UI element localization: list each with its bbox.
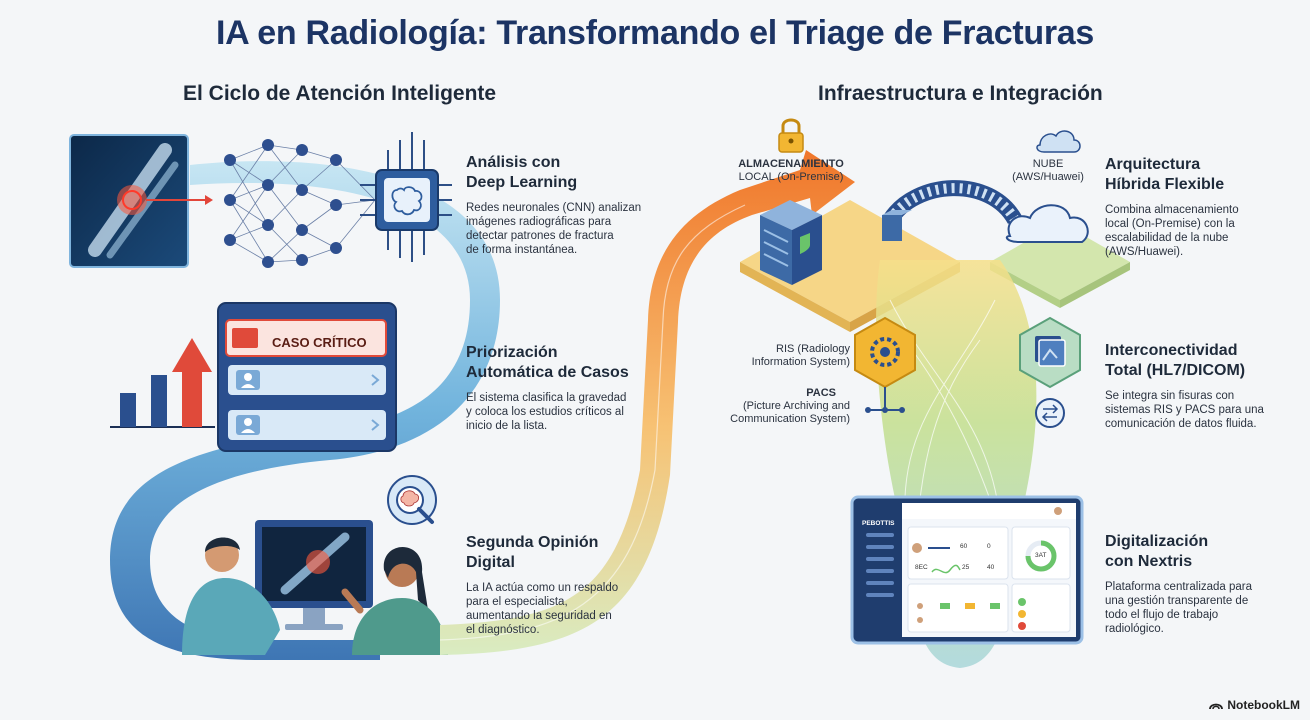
block-text-line: el diagnóstico. xyxy=(466,624,540,636)
server-icon xyxy=(760,200,822,285)
block-title-line: con Nextris xyxy=(1105,553,1193,570)
block-priorizacion: Priorización Automática de Casos El sist… xyxy=(466,343,656,433)
priority-list-panel xyxy=(217,302,397,452)
xray-image-icon xyxy=(69,134,213,268)
block-title-line: Segunda Opinión xyxy=(466,534,599,551)
page-title: IA en Radiología: Transformando el Triag… xyxy=(215,14,1095,52)
flow-ribbon-left xyxy=(110,161,500,660)
label-line: PACS xyxy=(806,387,836,399)
image-stack-icon xyxy=(1019,316,1081,428)
dashboard-row-label: 8EC xyxy=(915,564,928,571)
dashboard-value-1: 60 xyxy=(960,543,968,550)
block-text-line: una gestión transparente de xyxy=(1105,595,1249,607)
block-title-line: Híbrida Flexible xyxy=(1105,176,1225,193)
block-text-line: escalabilidad de la nube xyxy=(1105,232,1229,244)
label-local-storage: ALMACENAMIENTO LOCAL (On-Premise) xyxy=(728,158,854,184)
dashboard-value-4: 40 xyxy=(987,564,995,571)
block-text-line: radiológico. xyxy=(1105,623,1164,635)
block-title-line: Digitalización xyxy=(1105,533,1209,550)
block-text-line: Redes neuronales (CNN) analizan xyxy=(466,202,642,214)
block-text-line: imágenes radiográficas para xyxy=(466,216,612,228)
dashboard-logo: PEBOTTIS xyxy=(862,520,895,527)
ai-chip-icon xyxy=(360,132,452,262)
label-line: Information System) xyxy=(751,356,850,368)
bridge-icon xyxy=(882,180,1022,241)
right-section-title: Infraestructura e Integración xyxy=(818,82,1103,105)
block-text-line: La IA actúa como un respaldo xyxy=(466,582,619,594)
block-segunda-opinion: Segunda Opinión Digital La IA actúa como… xyxy=(466,533,656,637)
block-deep-learning: Análisis con Deep Learning Redes neurona… xyxy=(466,153,656,257)
dashboard-value-3: 25 xyxy=(962,564,970,571)
critical-case-label: CASO CRÍTICO xyxy=(272,335,367,350)
label-line: Communication System) xyxy=(730,413,850,425)
block-text-line: sistemas RIS y PACS para una xyxy=(1105,404,1264,416)
block-text-line: aumentando la seguridad en xyxy=(466,610,612,622)
block-title-line: Automática de Casos xyxy=(466,364,629,381)
label-pacs: PACS (Picture Archiving and Communicatio… xyxy=(700,387,850,426)
block-text-line: comunicación de datos fluida. xyxy=(1105,418,1257,430)
block-interconectividad: Interconectividad Total (HL7/DICOM) Se i… xyxy=(1105,341,1305,431)
label-cloud: NUBE (AWS/Huawei) xyxy=(1008,158,1088,184)
doctors-illustration xyxy=(182,475,448,655)
nextris-dashboard xyxy=(850,495,1084,645)
block-text-line: detectar patrones de fractura xyxy=(466,230,614,242)
brand-label: NotebookLM xyxy=(1227,698,1300,712)
block-text-line: y coloca los estudios críticos al xyxy=(466,406,624,418)
label-line: ALMACENAMIENTO xyxy=(738,158,844,170)
label-line: NUBE xyxy=(1032,158,1064,170)
block-title-line: Priorización xyxy=(466,344,558,361)
label-ris: RIS (Radiology Information System) xyxy=(720,343,850,369)
block-text-line: todo el flujo de trabajo xyxy=(1105,609,1219,621)
left-section-title: El Ciclo de Atención Inteligente xyxy=(183,82,497,105)
cloud-icon xyxy=(1005,130,1089,243)
block-text-line: Se integra sin fisuras con xyxy=(1105,390,1235,402)
block-title-line: Interconectividad xyxy=(1105,342,1238,359)
block-text-line: El sistema clasifica la gravedad xyxy=(466,392,627,404)
rising-bars-icon xyxy=(110,338,215,428)
dashboard-gauge-value: 3AT xyxy=(1035,552,1047,559)
block-text-line: Plataforma centralizada para xyxy=(1105,581,1253,593)
label-line: LOCAL (On-Premise) xyxy=(738,171,844,183)
block-text-line: inicio de la lista. xyxy=(466,420,548,432)
block-title-line: Total (HL7/DICOM) xyxy=(1105,362,1246,379)
dashboard-value-2: 0 xyxy=(987,543,991,550)
block-text-line: de forma instantánea. xyxy=(466,244,578,256)
label-line: (Picture Archiving and xyxy=(743,400,850,412)
notebooklm-logo-icon xyxy=(1209,703,1224,710)
gear-icon xyxy=(854,316,916,413)
neural-network-icon xyxy=(229,144,376,263)
label-line: (AWS/Huawei) xyxy=(1012,171,1084,183)
lock-icon xyxy=(778,118,804,153)
block-text-line: local (On-Premise) con la xyxy=(1105,218,1235,230)
block-text-line: (AWS/Huawei). xyxy=(1105,246,1184,258)
block-title-line: Deep Learning xyxy=(466,174,578,191)
block-title-line: Digital xyxy=(466,554,515,571)
block-title-line: Análisis con xyxy=(466,154,561,171)
block-title-line: Arquitectura xyxy=(1105,156,1201,173)
block-text-line: Combina almacenamiento xyxy=(1105,204,1239,216)
brand-mark: NotebookLM xyxy=(1209,698,1300,712)
block-text-line: para el especialista, xyxy=(466,596,568,608)
block-digitalizacion: Digitalización con Nextris Plataforma ce… xyxy=(1105,532,1300,636)
flow-arrow-center xyxy=(440,150,855,655)
label-line: RIS (Radiology xyxy=(776,343,850,355)
block-arquitectura: Arquitectura Híbrida Flexible Combina al… xyxy=(1105,155,1300,259)
